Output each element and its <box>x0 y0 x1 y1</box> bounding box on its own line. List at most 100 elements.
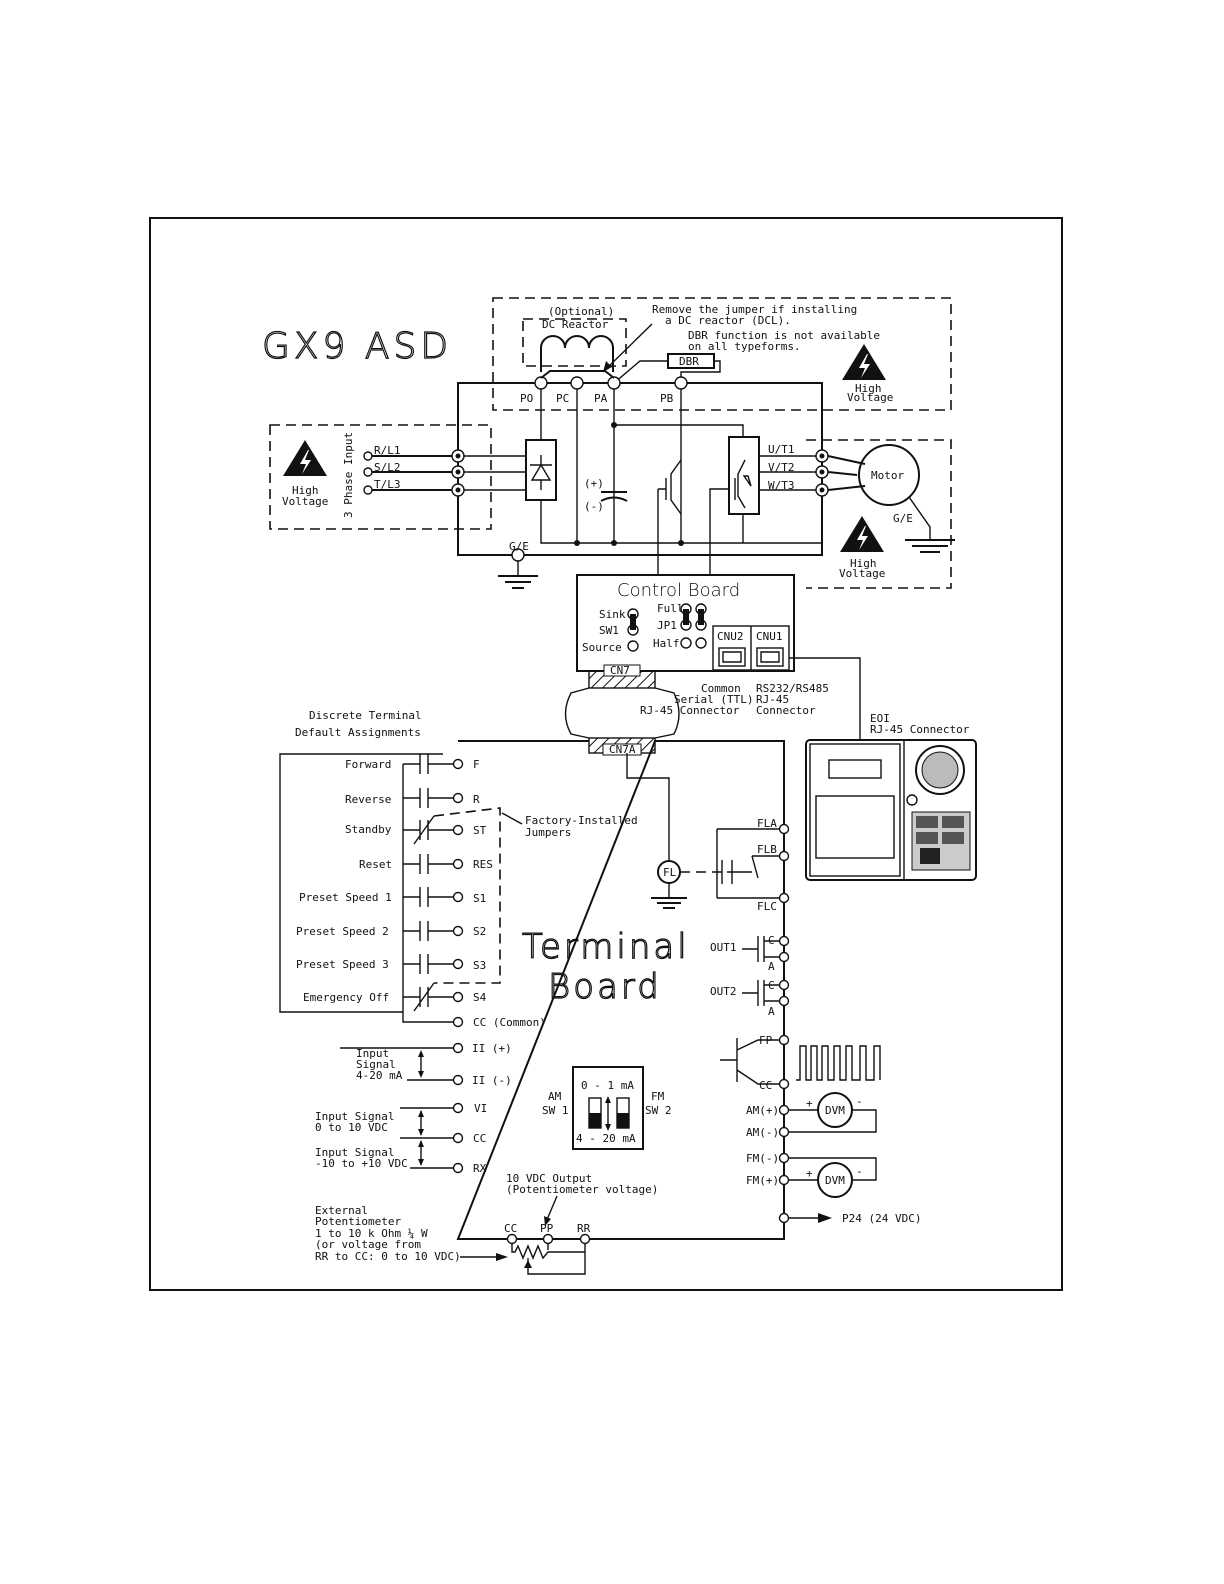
dip-top-label: 0 - 1 mA <box>581 1079 634 1092</box>
hv-top-line2: Voltage <box>847 391 893 404</box>
dc-reactor-coil <box>540 335 614 372</box>
jp1-jumper <box>680 603 707 649</box>
braking-igbt <box>658 459 682 515</box>
full-label: Full <box>657 602 684 615</box>
hv-input-line2: Voltage <box>282 495 328 508</box>
input-signal-2a: Input Signal <box>315 1110 394 1123</box>
cnu1-port <box>756 647 784 667</box>
discrete-func-4: Preset Speed 1 <box>299 891 392 904</box>
phase-v-label: V/T2 <box>768 461 795 474</box>
rs-line3: Connector <box>756 704 816 717</box>
ii-plus-label: II (+) <box>472 1042 512 1055</box>
phase-t-label: T/L3 <box>374 478 401 491</box>
control-board-title: Control Board <box>617 580 740 601</box>
cap-plus: (+) <box>584 477 604 490</box>
discrete-func-7: Emergency Off <box>303 991 389 1004</box>
bus-label-pb: PB <box>660 392 674 405</box>
cn7a-label: CN7A <box>609 743 636 756</box>
discrete-heading-1: Discrete Terminal <box>309 709 422 722</box>
ext-pot-line1: External <box>315 1204 368 1217</box>
optional-dashed-box <box>492 297 952 411</box>
dvm-am-label: DVM <box>825 1104 845 1117</box>
am-plus-label: AM(+) <box>746 1104 779 1117</box>
jp1-label: JP1 <box>657 619 677 632</box>
p24-label: P24 (24 VDC) <box>842 1212 921 1225</box>
out-relays <box>742 935 790 1007</box>
terminal-board-line1: Terminal <box>522 927 690 967</box>
factory-jumpers-line2: Jumpers <box>525 826 571 839</box>
dc-reactor-box <box>522 318 627 367</box>
phase-r-label: R/L1 <box>374 444 401 457</box>
eoi-line1: EOI <box>870 712 890 725</box>
motor <box>858 444 920 506</box>
ext-pot-line5: RR to CC: 0 to 10 VDC) <box>315 1250 461 1263</box>
discrete-func-0: Forward <box>345 758 391 771</box>
fl-relay-contacts <box>716 828 779 899</box>
jumper-note-1: Remove the jumper if installing <box>652 303 857 316</box>
ext-pot-line2: Potentiometer <box>315 1215 401 1228</box>
inverter-block <box>728 436 760 515</box>
phase-u-label: U/T1 <box>768 443 795 456</box>
eoi-keypad <box>805 739 977 881</box>
terminal-board-line2: Board <box>548 967 662 1007</box>
input-signal-3b: -10 to +10 VDC <box>315 1157 408 1170</box>
terminal-pb <box>674 376 688 390</box>
input-phase-lines <box>363 449 526 497</box>
out1-label: OUT1 <box>710 941 737 954</box>
discrete-term-2: ST <box>473 824 487 837</box>
vi-label: VI <box>474 1102 487 1115</box>
discrete-func-3: Reset <box>359 858 392 871</box>
common-serial-line2: Serial (TTL) <box>674 693 753 706</box>
dip-switch-block <box>572 1066 644 1150</box>
motor-ground-label: G/E <box>893 512 913 525</box>
discrete-func-5: Preset Speed 2 <box>296 925 389 938</box>
discrete-term-3: RES <box>473 858 493 871</box>
rs-line2: RJ-45 <box>756 693 789 706</box>
dip-sw1-label: SW 1 <box>542 1104 569 1117</box>
sw1-label: SW1 <box>599 624 619 637</box>
discrete-term-1: R <box>473 793 480 806</box>
pot-cc-label: CC <box>504 1222 517 1235</box>
discrete-term-0: F <box>473 758 480 771</box>
dip-am: AM <box>548 1090 562 1103</box>
eoi-line2: RJ-45 Connector <box>870 723 970 736</box>
sink-label: Sink <box>599 608 626 621</box>
dvm-fm-label: DVM <box>825 1174 845 1187</box>
cnu2-port <box>718 647 746 667</box>
discrete-func-6: Preset Speed 3 <box>296 958 389 971</box>
discrete-term-6: S3 <box>473 959 486 972</box>
out1-c: C <box>768 934 775 947</box>
input-dashed-box <box>269 424 492 530</box>
dc-reactor-label: DC Reactor <box>542 318 609 331</box>
phase-w-label: W/T3 <box>768 479 795 492</box>
terminal-pc <box>570 376 584 390</box>
fp-transistor <box>720 1038 779 1085</box>
pulse-train-icon <box>796 1045 881 1081</box>
common-serial-line3: RJ-45 Connector <box>640 704 740 717</box>
dc-reactor-optional: (Optional) <box>548 305 614 318</box>
output-phase-lines <box>759 449 866 497</box>
dbr-label: DBR <box>679 355 699 368</box>
discrete-term-4: S1 <box>473 892 486 905</box>
discrete-term-5: S2 <box>473 925 486 938</box>
high-voltage-icon-input <box>283 440 327 476</box>
cn7-label: CN7 <box>610 664 630 677</box>
fm-plus-label: FM(+) <box>746 1174 779 1187</box>
three-phase-caption: 3 Phase Input <box>342 432 355 518</box>
rs-line1: RS232/RS485 <box>756 682 829 695</box>
discrete-heading-2: Default Assignments <box>295 726 421 739</box>
ii-minus-label: II (-) <box>472 1074 512 1087</box>
out2-label: OUT2 <box>710 985 737 998</box>
factory-jumpers-line1: Factory-Installed <box>525 814 638 827</box>
dbr-note-2: on all typeforms. <box>688 340 801 353</box>
discrete-func-1: Reverse <box>345 793 391 806</box>
terminal-pa <box>607 376 621 390</box>
fla-label: FLA <box>757 817 777 830</box>
dip-sw2-label: SW 2 <box>645 1104 672 1117</box>
input-signal-1a: Input <box>356 1047 389 1060</box>
input-signal-3a: Input Signal <box>315 1146 394 1159</box>
am-minus-label: AM(-) <box>746 1126 779 1139</box>
out1-a: A <box>768 960 775 973</box>
rectifier-block <box>525 439 557 501</box>
bus-label-po: PO <box>520 392 533 405</box>
